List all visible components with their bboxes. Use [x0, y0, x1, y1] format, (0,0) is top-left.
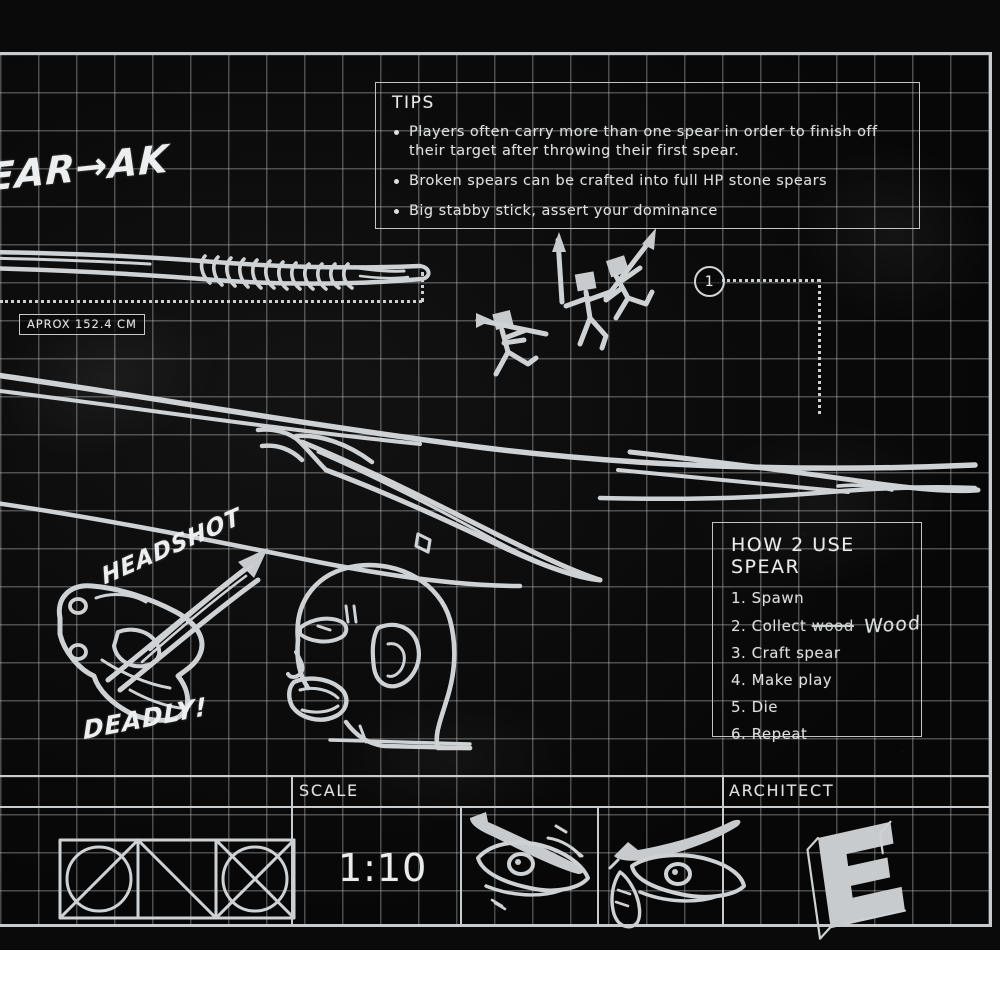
howto-step-struck: wood [811, 617, 854, 635]
tips-item: Players often carry more than one spear … [392, 123, 903, 161]
howto-step-text: Collect [751, 617, 807, 635]
howto-step: 2. Collect wood Wood [731, 612, 921, 640]
howto-step-number: 6. [731, 725, 747, 743]
howto-panel: HOW 2 USE SPEAR 1. Spawn 2. Collect wood… [712, 522, 922, 743]
howto-step: 4. Make play [731, 667, 921, 694]
howto-step-text: Craft spear [751, 644, 841, 662]
howto-step-scribble: Wood [863, 611, 922, 639]
howto-step-number: 3. [731, 644, 747, 662]
callout-leader-vertical [818, 279, 821, 414]
howto-step-text: Make play [751, 671, 833, 689]
scale-value: 1:10 [338, 846, 428, 890]
tips-panel: TIPS Players often carry more than one s… [375, 82, 920, 229]
howto-step: 3. Craft spear [731, 640, 921, 667]
howto-step-number: 4. [731, 671, 747, 689]
tips-item: Big stabby stick, assert your dominance [392, 202, 903, 221]
tips-item: Broken spears can be crafted into full H… [392, 172, 903, 191]
howto-list: 1. Spawn 2. Collect wood Wood 3. Craft s… [731, 585, 921, 748]
scale-label: SCALE [299, 781, 359, 800]
howto-step: 6. Repeat [731, 721, 921, 748]
dimension-leader-vertical [421, 272, 424, 302]
smudge-bottom [330, 694, 570, 824]
howto-step-number: 5. [731, 698, 747, 716]
callout-marker-1: 1 [694, 266, 725, 297]
smudge-left [0, 272, 238, 486]
tips-title: TIPS [392, 93, 435, 113]
dimension-label-shaft: APROX 152.4 CM [19, 314, 145, 335]
howto-title: HOW 2 USE SPEAR [731, 534, 855, 578]
howto-step-text: Repeat [751, 725, 808, 743]
tips-list: Players often carry more than one spear … [392, 123, 903, 221]
callout-leader-horizontal [722, 279, 820, 282]
blueprint-plate: TIPS Players often carry more than one s… [0, 0, 1000, 950]
architect-label: ARCHITECT [729, 781, 835, 800]
dimension-leader-horizontal [0, 300, 422, 303]
howto-step: 1. Spawn [731, 585, 921, 612]
howto-step: 5. Die [731, 694, 921, 721]
howto-step-text: Spawn [751, 589, 805, 607]
howto-step-text: Die [751, 698, 779, 716]
howto-step-number: 2. [731, 617, 747, 635]
howto-step-number: 1. [731, 589, 747, 607]
